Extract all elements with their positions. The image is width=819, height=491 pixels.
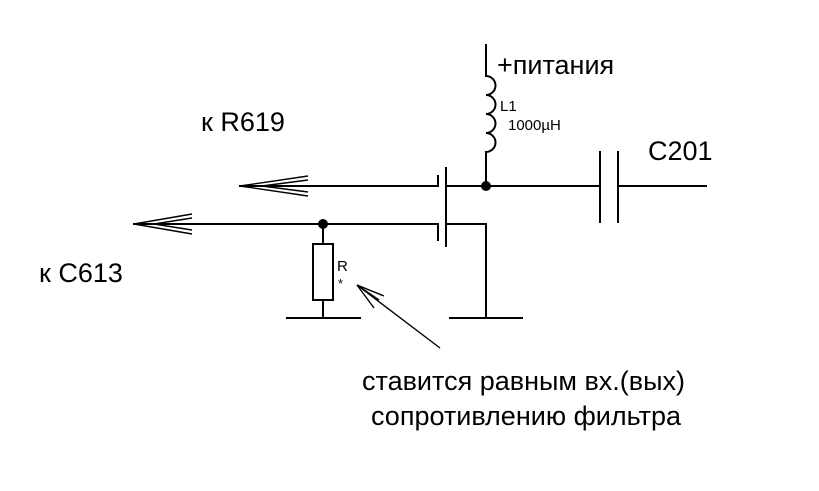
label-inductor-ref: L1 xyxy=(500,98,517,115)
note-line-1: ставится равным вх.(вых) xyxy=(362,366,685,396)
label-resistor-ref: R xyxy=(337,258,348,275)
inductor-l1 xyxy=(484,44,497,187)
label-resistor-mark: * xyxy=(338,276,343,291)
transistor-switch xyxy=(437,167,601,319)
note-line-2: сопротивлению фильтра xyxy=(371,401,682,431)
label-capacitor-ref: C201 xyxy=(648,136,713,166)
label-supply: +питания xyxy=(497,50,614,80)
wire-to-r619 xyxy=(239,175,439,197)
wire-to-c613 xyxy=(133,213,439,235)
resistor-r xyxy=(312,223,334,319)
capacitor-c201 xyxy=(599,151,707,223)
junction-dot-supply xyxy=(481,181,491,191)
label-to-c613: к C613 xyxy=(39,258,123,288)
annotation-arrow xyxy=(356,284,441,349)
label-to-r619: к R619 xyxy=(201,107,285,137)
label-inductor-value: 1000µH xyxy=(508,117,561,134)
